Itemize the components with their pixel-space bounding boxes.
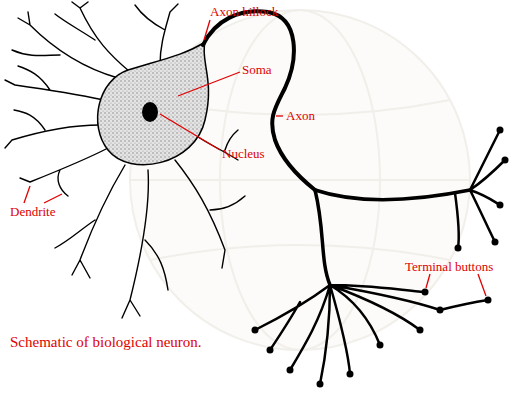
part-label: Nucleus	[222, 146, 265, 161]
part-label: Soma	[242, 62, 272, 77]
part-label: Axon hillock	[210, 4, 278, 19]
part-label: Terminal buttons	[405, 259, 493, 274]
part-label: Axon	[286, 108, 315, 123]
dendrites	[5, 2, 245, 318]
terminal-buttons	[252, 127, 509, 388]
soma-body	[98, 42, 209, 165]
part-label: Dendrite	[10, 204, 55, 219]
nucleus-blob	[142, 102, 158, 122]
figure-caption: Schematic of biological neuron.	[10, 334, 202, 351]
axon-tree	[203, 11, 505, 384]
leader-lines	[24, 20, 486, 296]
